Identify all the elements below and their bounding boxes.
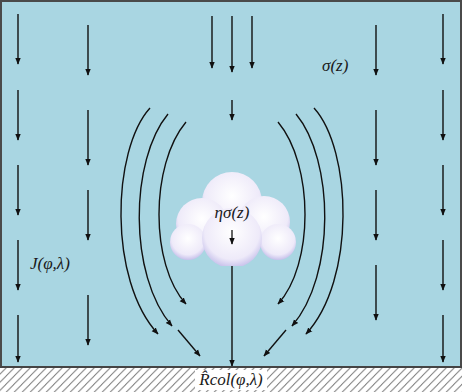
flux-arrow: [87, 110, 88, 165]
cloud-puff: [260, 224, 296, 260]
flux-arrow: [375, 25, 376, 75]
flux-arrow: [17, 165, 18, 215]
flux-connector: [231, 264, 232, 366]
flux-arrow: [442, 240, 443, 290]
ground-fill: [0, 366, 462, 392]
flux-arrow: [251, 16, 252, 68]
cloud-puff: [170, 224, 206, 260]
flux-arrows: [18, 14, 443, 362]
flux-arrow: [442, 165, 443, 215]
deflected-flux-arrow: [139, 114, 172, 326]
flux-arrow: [87, 295, 88, 345]
ground-line: [0, 366, 462, 368]
flux-arrow: [87, 25, 88, 75]
cloud-shape: ησ(z): [166, 172, 298, 266]
flux-arrow: [442, 315, 443, 362]
flux-arrow: [87, 190, 88, 240]
deflected-flux-arrow: [292, 114, 325, 326]
flux-arrow: [264, 330, 286, 356]
flux-arrow: [17, 14, 18, 64]
cloud-label: ησ(z): [215, 203, 250, 223]
flux-arrow: [17, 315, 18, 362]
ground-band: R̂col(φ,λ): [0, 366, 462, 392]
flux-density-label: J(φ,λ): [30, 254, 70, 274]
flux-arrow: [231, 16, 232, 72]
flux-arrow: [375, 190, 376, 240]
flux-arrow: [375, 265, 376, 320]
flux-arrow: [375, 110, 376, 165]
flux-arrow: [442, 14, 443, 64]
flux-arrow: [17, 240, 18, 290]
flux-label: σ(z): [322, 56, 348, 76]
flux-arrow: [442, 90, 443, 140]
flux-arrow: [17, 90, 18, 140]
ground-label: R̂col(φ,λ): [195, 370, 267, 390]
inner-arrow: [231, 230, 232, 244]
flux-arrow: [211, 16, 212, 68]
flux-arrow: [231, 100, 232, 120]
flux-arrow: [178, 330, 200, 356]
